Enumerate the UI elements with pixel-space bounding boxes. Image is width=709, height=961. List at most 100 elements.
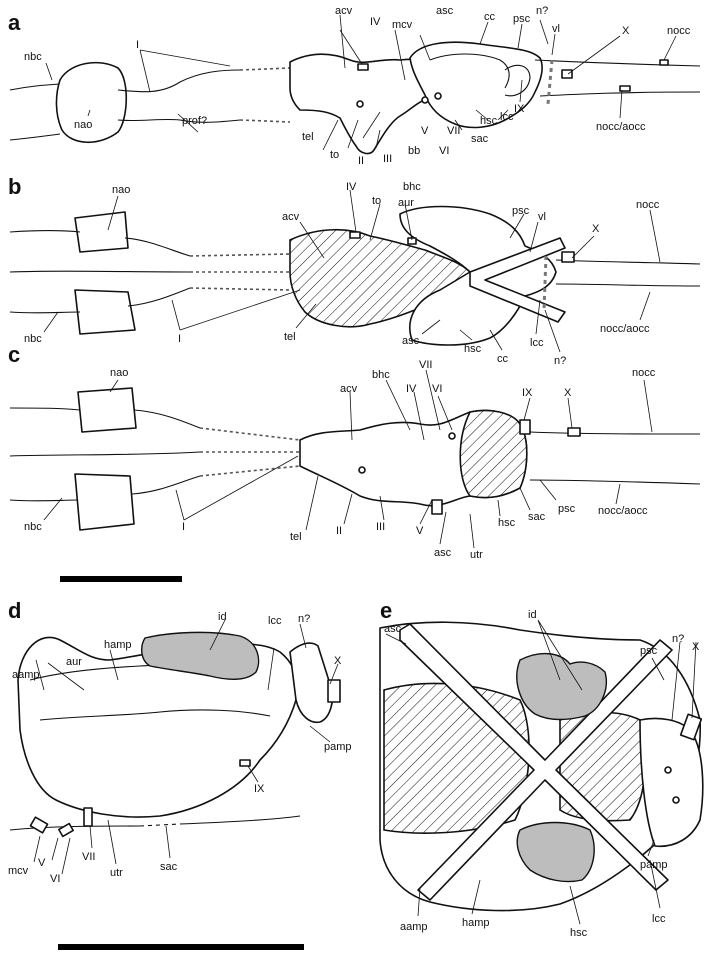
label-c-asc: asc [434, 547, 452, 559]
label-c-hsc: hsc [498, 517, 516, 529]
panel-c-letter: c [8, 342, 20, 367]
label-b-noccaocc: nocc/aocc [600, 323, 650, 335]
nasal-capsule-upper-c [77, 387, 137, 433]
label-c-bhc: bhc [372, 369, 390, 381]
label-a-mcv: mcv [392, 19, 413, 31]
panel-b: b [8, 174, 701, 367]
label-a-II: II [358, 155, 364, 167]
label-a-I: I [136, 39, 139, 51]
panel-d-labels: aur hamp id lcc n? aamp X pamp mcv V VI … [8, 611, 352, 885]
label-d-aur: aur [66, 656, 82, 668]
nasal-capsule-upper-b [74, 211, 129, 253]
label-a-VI: VI [439, 145, 449, 157]
label-b-nocc: nocc [636, 199, 660, 211]
label-b-psc: psc [512, 205, 530, 217]
panel-a-leaders [45, 14, 677, 151]
nasal-capsule-lower-c [74, 473, 135, 531]
label-e-X: X [692, 641, 700, 653]
label-c-psc: psc [558, 503, 576, 515]
panel-c-labels: nao acv bhc IV VI VII IX X nocc nbc I te… [24, 359, 656, 561]
label-a-bhc: bhc [403, 181, 421, 193]
label-e-hamp: hamp [462, 917, 490, 929]
label-c-V: V [416, 525, 424, 537]
label-d-VII: VII [82, 851, 95, 863]
label-b-to: to [372, 195, 381, 207]
label-a-to: to [330, 149, 339, 161]
label-a-hsc: hsc [480, 115, 498, 127]
label-c-IV: IV [406, 383, 417, 395]
label-e-id: id [528, 609, 537, 621]
label-c-utr: utr [470, 549, 483, 561]
label-a-X: X [622, 25, 630, 37]
label-a-vl: vl [552, 23, 560, 35]
label-c-tel: tel [290, 531, 302, 543]
label-d-sac: sac [160, 861, 178, 873]
label-c-sac: sac [528, 511, 546, 523]
label-c-noccaocc: nocc/aocc [598, 505, 648, 517]
panel-b-labels: nao IV to aur acv psc vl X nocc nbc I te… [24, 181, 660, 367]
label-c-X: X [564, 387, 572, 399]
label-b-vl: vl [538, 211, 546, 223]
panel-a-drawing [9, 41, 701, 155]
panel-a: a [8, 5, 701, 193]
panel-d-drawing [9, 631, 341, 838]
label-c-nocc: nocc [632, 367, 656, 379]
label-d-utr: utr [110, 867, 123, 879]
label-b-IV: IV [346, 181, 357, 193]
panel-d-letter: d [8, 598, 21, 623]
label-b-acv: acv [282, 211, 300, 223]
scale-bar-bottom [58, 944, 304, 950]
label-d-mcv: mcv [8, 865, 29, 877]
label-e-asc: asc [384, 623, 402, 635]
label-a-lcc: lcc [500, 111, 514, 123]
panel-c: c [8, 342, 701, 582]
nasal-capsule-lower-b [74, 289, 136, 335]
panel-b-drawing [9, 205, 701, 346]
label-e-psc: psc [640, 645, 658, 657]
panel-e-drawing [379, 621, 704, 912]
label-b-aur: aur [398, 197, 414, 209]
label-b-tel: tel [284, 331, 296, 343]
label-a-nao: nao [74, 119, 92, 131]
label-b-I: I [178, 333, 181, 345]
label-b-lcc: lcc [530, 337, 544, 349]
label-a-V: V [421, 125, 429, 137]
label-b-asc: asc [402, 335, 420, 347]
id-shaded-d [141, 631, 260, 680]
label-d-id: id [218, 611, 227, 623]
label-a-IV: IV [370, 16, 381, 28]
label-c-VII: VII [419, 359, 432, 371]
label-a-asc: asc [436, 5, 454, 17]
label-b-X: X [592, 223, 600, 235]
label-d-X: X [334, 655, 342, 667]
label-a-nocc: nocc [667, 25, 691, 37]
label-e-lcc: lcc [652, 913, 666, 925]
label-e-n: n? [672, 633, 684, 645]
panel-c-leaders [43, 369, 653, 549]
label-c-nao: nao [110, 367, 128, 379]
label-b-hsc: hsc [464, 343, 482, 355]
label-c-VI: VI [432, 383, 442, 395]
label-a-cc: cc [484, 11, 496, 23]
panel-d: d [8, 598, 352, 885]
panel-e: e asc id psc [379, 598, 704, 939]
label-a-III: III [383, 153, 392, 165]
label-a-noccaocc: nocc/aocc [596, 121, 646, 133]
label-a-n: n? [536, 5, 548, 17]
label-d-hamp: hamp [104, 639, 132, 651]
label-d-VI: VI [50, 873, 60, 885]
label-d-V: V [38, 857, 46, 869]
label-b-nao: nao [112, 184, 130, 196]
panel-e-leaders [385, 619, 697, 925]
panel-e-labels: asc id psc n? X pamp lcc aamp hamp hsc [384, 609, 700, 939]
label-c-IX: IX [522, 387, 533, 399]
panel-e-letter: e [380, 598, 392, 623]
id-shaded-e-lower [516, 821, 595, 883]
label-a-acv: acv [335, 5, 353, 17]
label-d-IX: IX [254, 783, 265, 795]
label-a-psc: psc [513, 13, 531, 25]
label-a-bb: bb [408, 145, 420, 157]
label-d-aamp: aamp [12, 669, 40, 681]
scale-bar-top [60, 576, 182, 582]
